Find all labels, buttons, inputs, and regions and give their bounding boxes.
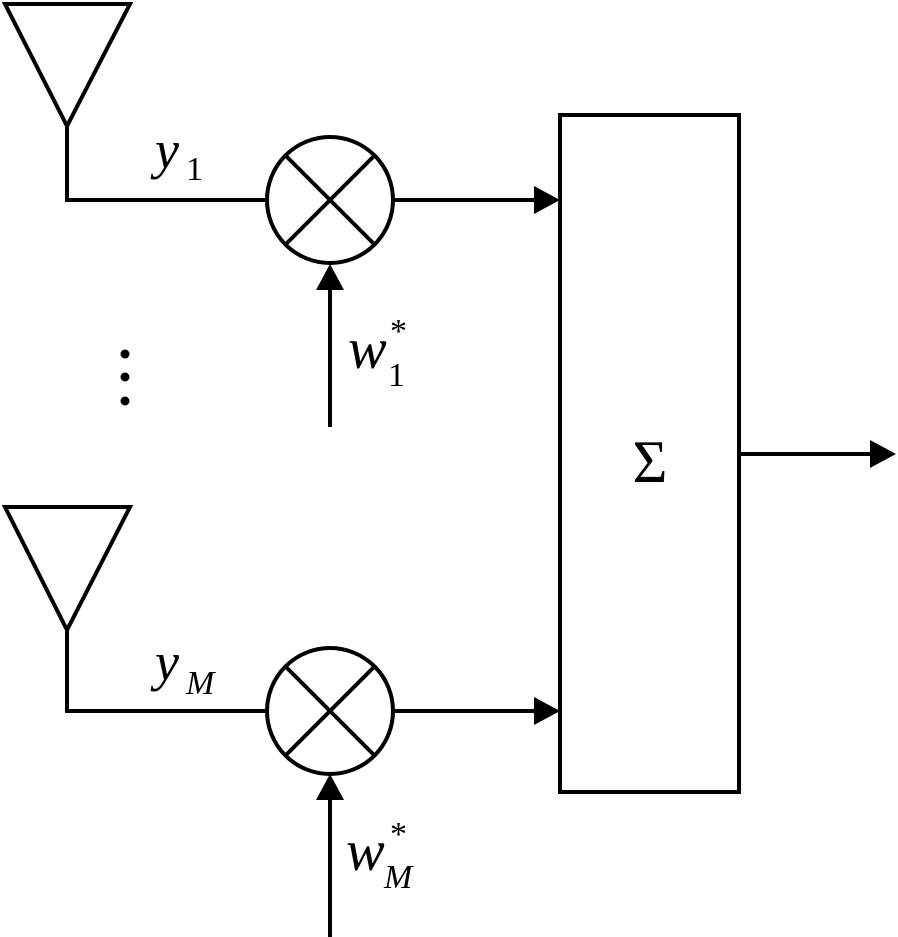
multiplier-1-icon [265,135,395,265]
summer-block: Σ [558,113,896,794]
vertical-ellipsis: ⋮ [0,0,130,406]
weight-m-arrowhead [316,774,344,800]
svg-text:⋮: ⋮ [0,0,1,1]
multiplier-1-output-arrowhead [534,186,560,214]
antenna-1-feed-line [65,126,266,202]
multiplier-m-icon [265,646,395,776]
branch-1: y 1 w * 1 [1,2,560,427]
antenna-1-icon [1,2,134,131]
signal-label-m: y M [150,632,216,702]
weight-label-1: w * 1 [348,313,411,394]
signal-label-1: y 1 [150,120,203,188]
multiplier-m-output-arrowhead [534,697,560,725]
antenna-m-icon [1,505,134,635]
antenna-m-feed-line [65,630,266,713]
weight-label-m: w * M [346,816,414,896]
branch-m: y M w * M [1,505,560,937]
summation-symbol: Σ [633,429,668,495]
weight-1-arrowhead [316,264,344,290]
summer-output-arrowhead [870,440,896,468]
